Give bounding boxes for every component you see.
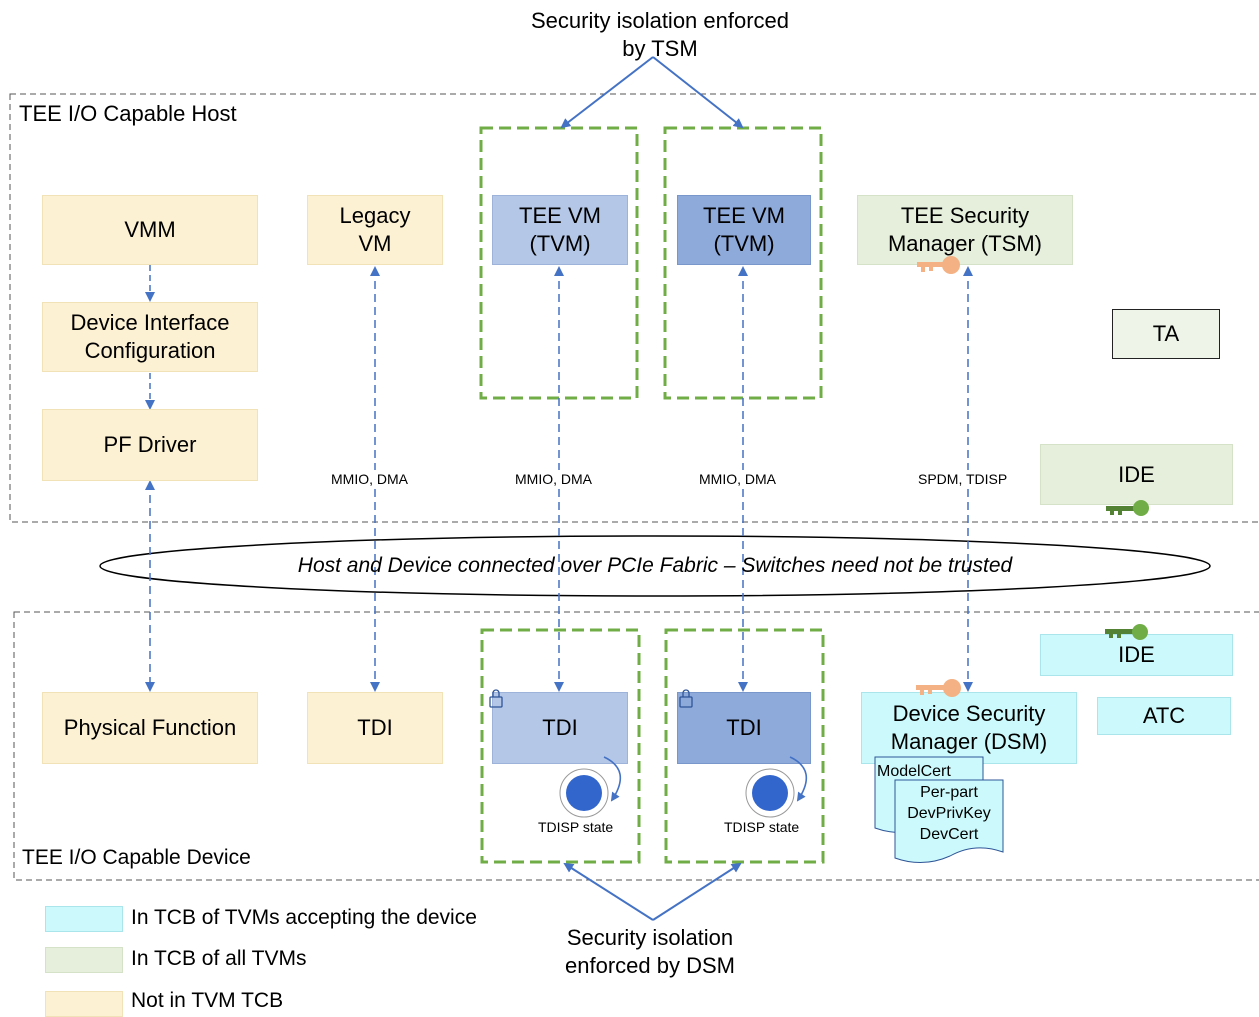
atc-box: ATC — [1097, 697, 1231, 735]
device-ide-box: IDE — [1040, 634, 1233, 676]
dsm-isolation-arrow-left — [563, 862, 654, 921]
device-label: TEE I/O Capable Device — [22, 846, 251, 869]
legacy-vm-box: Legacy VM — [307, 195, 443, 265]
tsm-isolation-arrow-left — [560, 56, 654, 129]
host-label: TEE I/O Capable Host — [19, 101, 237, 126]
pf-driver-box: PF Driver — [42, 409, 258, 481]
dsm-isolation-caption: Security isolation enforced by DSM — [565, 925, 735, 978]
device-interface-config-box: Device Interface Configuration — [42, 302, 258, 372]
tdisp-state-label: TDISP state — [724, 819, 800, 835]
legend-label: In TCB of TVMs accepting the device — [131, 906, 477, 929]
ta-box: TA — [1112, 309, 1220, 359]
tvm1-link-label: MMIO, DMA — [515, 470, 592, 488]
legend-swatch-cyan — [45, 906, 123, 932]
tvm1-box: TEE VM (TVM) — [492, 195, 628, 265]
host-ide-box: IDE — [1040, 444, 1233, 505]
host-region — [9, 93, 1259, 523]
modelcert-label: ModelCert — [877, 763, 951, 780]
physical-function-box: Physical Function — [42, 692, 258, 764]
fabric-label: Host and Device connected over PCIe Fabr… — [297, 554, 1013, 577]
per-part-label: Per-part DevPrivKey DevCert — [907, 784, 991, 843]
vmm-box: VMM — [42, 195, 258, 265]
dsm-isolation-arrow-right — [652, 862, 742, 921]
tsm-isolation-caption: Security isolation enforced by TSM — [530, 8, 790, 61]
legend-label: In TCB of all TVMs — [131, 947, 307, 970]
tdisp-state-label: TDISP state — [538, 819, 614, 835]
tdi1-box: TDI — [492, 692, 628, 764]
tsm-isolation-arrow-right — [652, 56, 744, 129]
legend-label: Not in TVM TCB — [131, 989, 284, 1012]
legacy-link-label: MMIO, DMA — [331, 470, 408, 488]
legend-swatch-orange — [45, 991, 123, 1017]
device-region — [13, 611, 1259, 881]
tvm2-link-label: MMIO, DMA — [699, 470, 776, 488]
tdi-legacy-box: TDI — [307, 692, 443, 764]
legend-swatch-green — [45, 947, 123, 973]
tdi2-box: TDI — [677, 692, 811, 764]
tsm-box: TEE Security Manager (TSM) — [857, 195, 1073, 265]
tvm2-box: TEE VM (TVM) — [677, 195, 811, 265]
dsm-box: Device Security Manager (DSM) — [861, 692, 1077, 764]
tsm-link-label: SPDM, TDISP — [918, 470, 1008, 488]
